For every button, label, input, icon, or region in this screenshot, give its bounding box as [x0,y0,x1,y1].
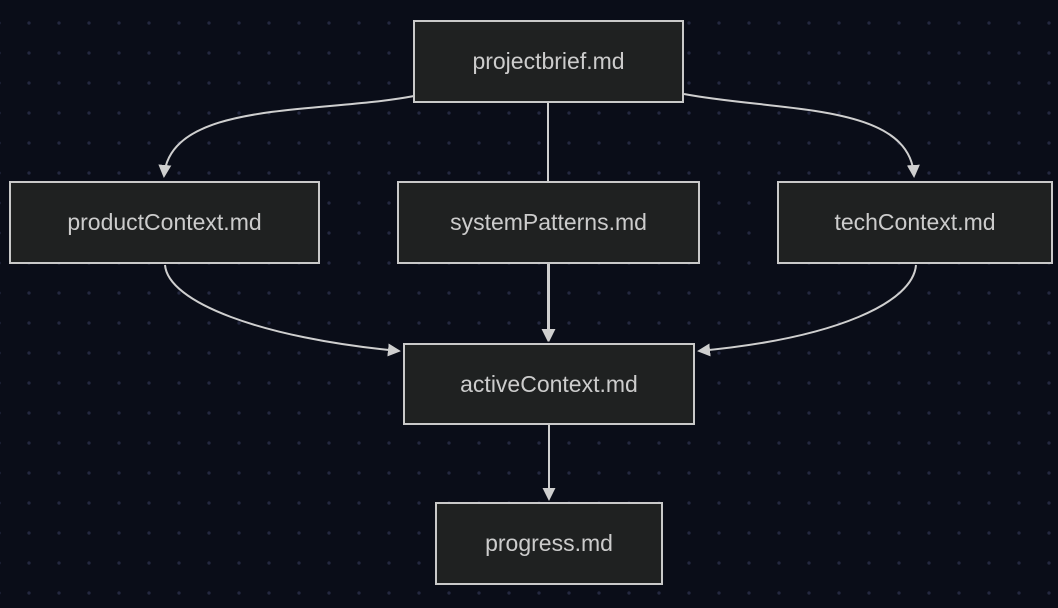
node-activeContext: activeContext.md [403,343,695,425]
node-techContext: techContext.md [777,181,1053,264]
node-progress: progress.md [435,502,663,585]
edge-techContext-activeContext [697,264,917,357]
node-label-techContext: techContext.md [834,209,996,235]
node-productContext: productContext.md [9,181,320,264]
edge-productContext-activeContext [164,264,401,357]
node-label-productContext: productContext.md [67,209,262,235]
node-label-projectbrief: projectbrief.md [472,48,625,74]
node-label-systemPatterns: systemPatterns.md [450,209,647,235]
node-label-progress: progress.md [485,530,613,556]
node-systemPatterns: systemPatterns.md [397,181,700,264]
edge-projectbrief-productContext [158,95,415,178]
node-label-activeContext: activeContext.md [460,370,638,397]
node-projectbrief: projectbrief.md [413,20,684,103]
edge-projectbrief-techContext [683,93,920,178]
